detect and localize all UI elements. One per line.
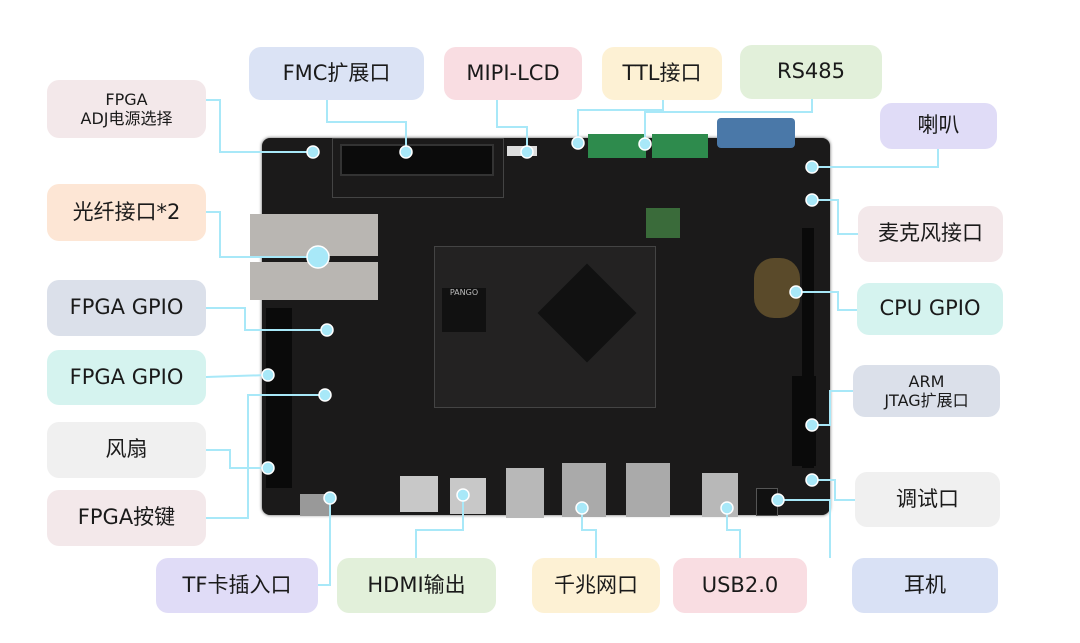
line-rs485 xyxy=(644,99,813,144)
sfp-cage-2 xyxy=(250,262,378,300)
line-usb xyxy=(726,508,741,558)
ttl-terminal xyxy=(588,134,646,158)
label-mic: 麦克风接口 xyxy=(858,206,1003,262)
wifi-module xyxy=(646,208,680,238)
line-fmc xyxy=(326,100,407,152)
label-arm-jtag: ARM JTAG扩展口 xyxy=(853,365,1000,417)
label-fpga-adj-power: FPGA ADJ电源选择 xyxy=(47,80,206,138)
label-ttl: TTL接口 xyxy=(602,47,722,100)
line-ethernet xyxy=(581,508,597,558)
chip-brand: PANGO xyxy=(449,288,479,297)
label-tf-card: TF卡插入口 xyxy=(156,558,318,613)
line-ttl xyxy=(577,100,664,143)
line-fpga-key xyxy=(206,394,325,519)
label-ethernet: 千兆网口 xyxy=(532,558,660,613)
label-debug-port: 调试口 xyxy=(855,472,1000,527)
line-fpga-gpio-2 xyxy=(205,374,269,378)
line-speaker xyxy=(812,149,939,168)
label-mipi-lcd: MIPI-LCD xyxy=(444,47,582,100)
db9-connector xyxy=(717,118,795,148)
usb-otg-port xyxy=(506,468,544,518)
fpga-gpio-header xyxy=(266,308,292,488)
label-fmc: FMC扩展口 xyxy=(249,47,424,100)
line-jtag xyxy=(812,390,853,426)
label-usb: USB2.0 xyxy=(673,558,807,613)
line-earphone xyxy=(778,499,831,558)
hdmi-port xyxy=(400,476,438,512)
line-cpu-gpio xyxy=(796,291,857,311)
line-hdmi xyxy=(415,495,464,558)
fmc-area xyxy=(332,138,504,198)
line-fan xyxy=(206,449,268,469)
fmc-connector xyxy=(340,144,494,176)
label-earphone: 耳机 xyxy=(852,558,998,613)
label-sfp: 光纤接口*2 xyxy=(47,184,206,241)
dev-board-photo: PANGO xyxy=(250,118,830,518)
ethernet-port-2 xyxy=(626,463,670,517)
line-debug xyxy=(812,479,855,501)
line-mic xyxy=(812,199,858,235)
line-tf xyxy=(318,498,331,586)
label-fpga-gpio-1: FPGA GPIO xyxy=(47,280,206,336)
fpga-chip: PANGO xyxy=(442,288,486,332)
rs485-terminal xyxy=(652,134,708,158)
label-fpga-key: FPGA按键 xyxy=(47,490,206,546)
label-fan: 风扇 xyxy=(47,422,206,478)
label-speaker: 喇叭 xyxy=(880,103,997,149)
tf-slot xyxy=(300,494,330,516)
label-cpu-gpio: CPU GPIO xyxy=(857,283,1003,335)
label-hdmi: HDMI输出 xyxy=(337,558,496,613)
line-fpga-gpio-1 xyxy=(206,307,327,331)
label-fpga-gpio-2: FPGA GPIO xyxy=(47,350,206,405)
line-mipi xyxy=(496,100,528,152)
label-rs485: RS485 xyxy=(740,45,882,99)
line-sfp xyxy=(206,211,318,258)
line-fpga-adj xyxy=(206,99,313,153)
